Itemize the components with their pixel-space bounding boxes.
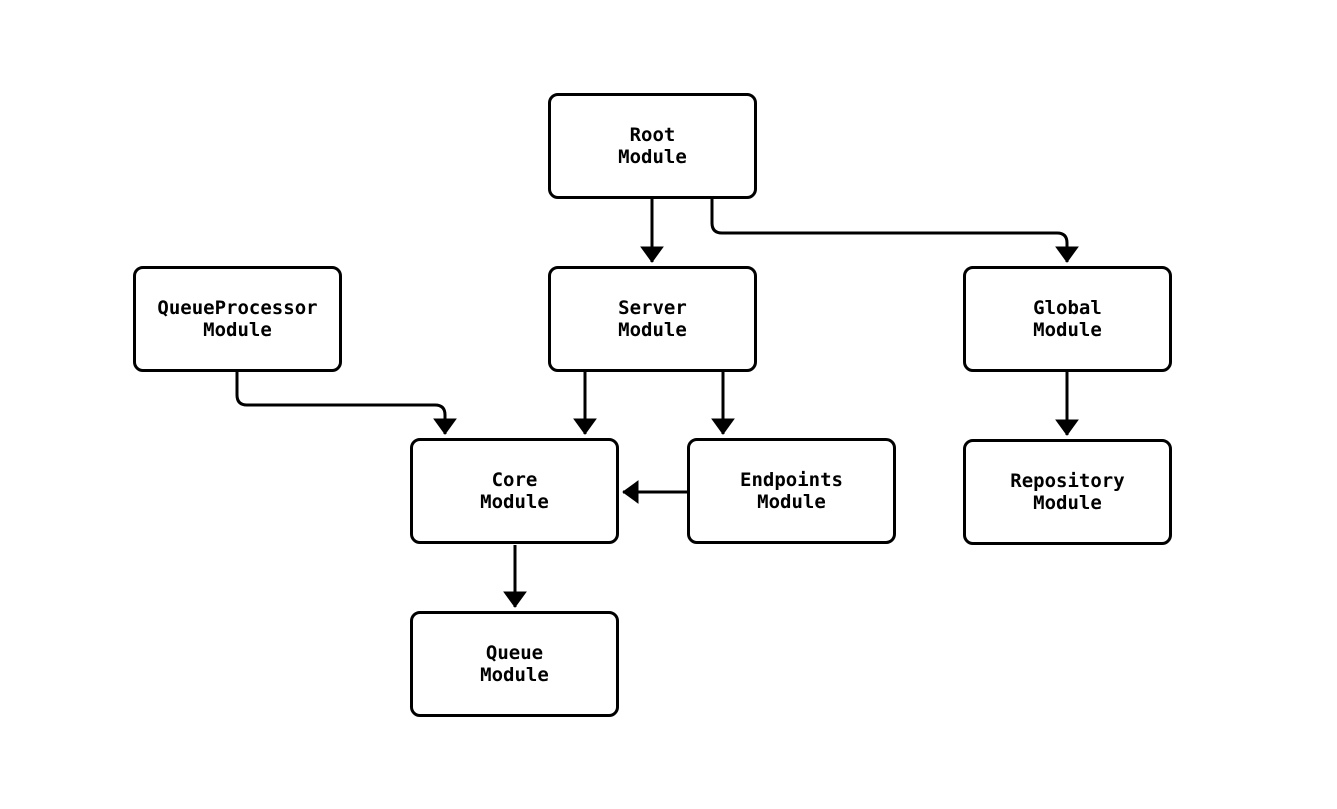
node-label-line: Module — [1033, 319, 1102, 341]
node-server-module: Server Module — [548, 266, 757, 372]
node-label-line: Server — [618, 297, 687, 319]
node-label-line: Module — [757, 491, 826, 513]
node-core-module: Core Module — [410, 438, 619, 544]
node-root-module: Root Module — [548, 93, 757, 199]
node-label-line: QueueProcessor — [157, 297, 318, 319]
node-label-line: Module — [1033, 492, 1102, 514]
node-label-line: Module — [618, 319, 687, 341]
node-label-line: Module — [203, 319, 272, 341]
node-queue-module: Queue Module — [410, 611, 619, 717]
node-label-line: Repository — [1010, 470, 1125, 492]
edge-queueprocessor-module-to-core-module — [235, 372, 457, 435]
node-label-line: Module — [618, 146, 687, 168]
node-queueprocessor-module: QueueProcessor Module — [133, 266, 342, 372]
node-label-line: Endpoints — [740, 469, 843, 491]
edge-root-module-to-global-module — [710, 198, 1079, 263]
node-global-module: Global Module — [963, 266, 1172, 372]
node-endpoints-module: Endpoints Module — [687, 438, 896, 544]
node-label-line: Global — [1033, 297, 1102, 319]
node-label-line: Queue — [485, 642, 544, 664]
node-label-line: Root — [629, 124, 676, 146]
node-label-line: Module — [480, 491, 549, 513]
node-label-line: Core — [491, 469, 538, 491]
node-repository-module: Repository Module — [963, 439, 1172, 545]
node-label-line: Module — [480, 664, 549, 686]
